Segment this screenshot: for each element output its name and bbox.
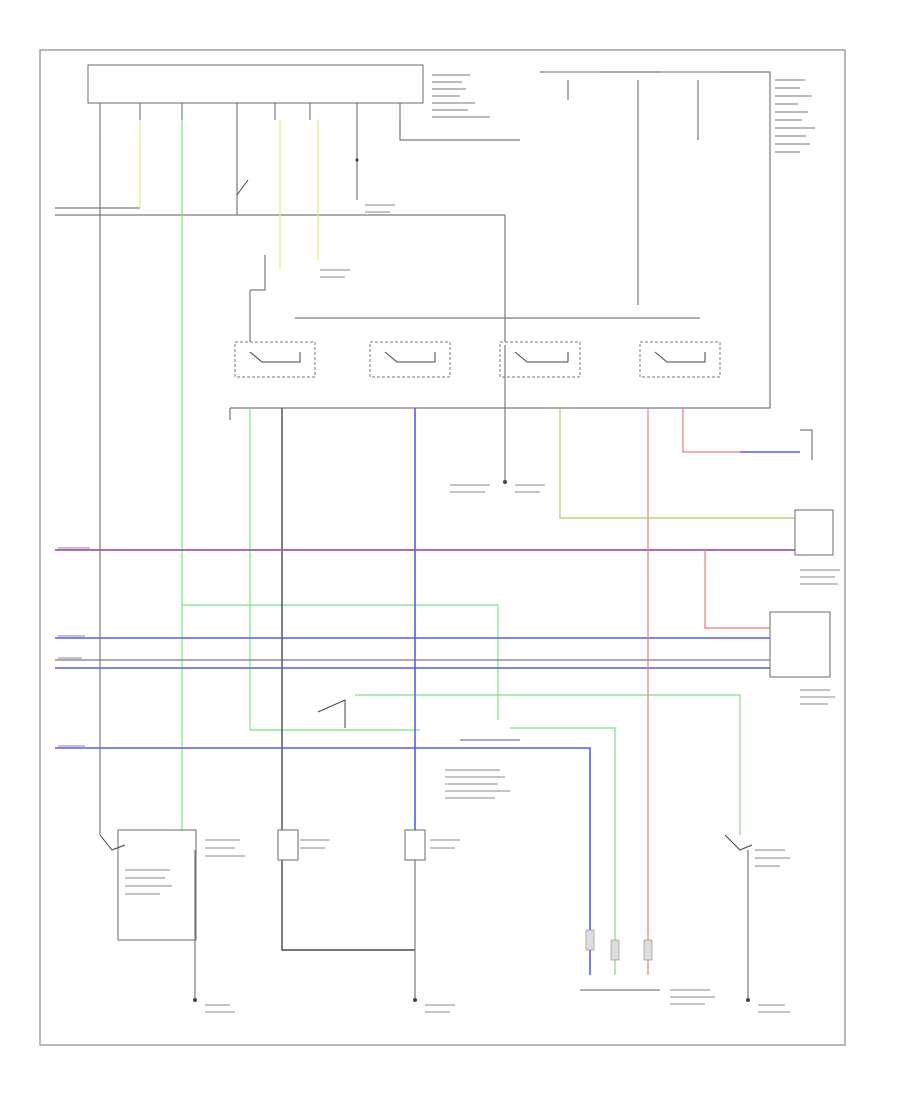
illegible-label-marks bbox=[58, 204, 840, 1013]
lower-switch bbox=[317, 699, 346, 728]
relay-4 bbox=[639, 341, 721, 378]
right-component-2 bbox=[769, 611, 831, 678]
green-wire-drop bbox=[510, 727, 616, 975]
red-wire-upper bbox=[682, 408, 740, 453]
green-wire-cross bbox=[182, 604, 499, 720]
relay-box-outline bbox=[230, 71, 771, 409]
olive-wire bbox=[559, 408, 795, 519]
relay-box-right-label bbox=[775, 79, 815, 153]
relay1-feed bbox=[250, 255, 266, 291]
blue-wire-lower bbox=[55, 747, 591, 975]
control-module-box bbox=[87, 64, 424, 104]
green-wire-left bbox=[249, 408, 420, 731]
green-wire-right bbox=[355, 694, 741, 835]
ground-symbols bbox=[193, 480, 750, 1002]
module-pins bbox=[99, 103, 401, 135]
module-label-lines bbox=[432, 74, 490, 118]
red-wire-mid bbox=[704, 550, 770, 629]
junction-dot bbox=[355, 158, 359, 162]
bottom-component-2 bbox=[277, 829, 299, 861]
relay-1 bbox=[234, 341, 316, 378]
right-component-1 bbox=[794, 509, 834, 556]
bottom-component-3 bbox=[404, 829, 426, 1000]
bottom-right-switch bbox=[724, 834, 753, 1000]
diagram-frame bbox=[39, 49, 846, 1046]
relay-box-fuses bbox=[567, 80, 699, 305]
bottom-connector bbox=[580, 929, 660, 991]
right-component-top bbox=[800, 429, 813, 460]
relay-2 bbox=[369, 341, 451, 378]
gray-wire-relay1 bbox=[281, 408, 415, 951]
switch-glyph-top bbox=[236, 179, 249, 196]
module-lead-c bbox=[399, 120, 520, 141]
relay-3 bbox=[499, 341, 581, 378]
